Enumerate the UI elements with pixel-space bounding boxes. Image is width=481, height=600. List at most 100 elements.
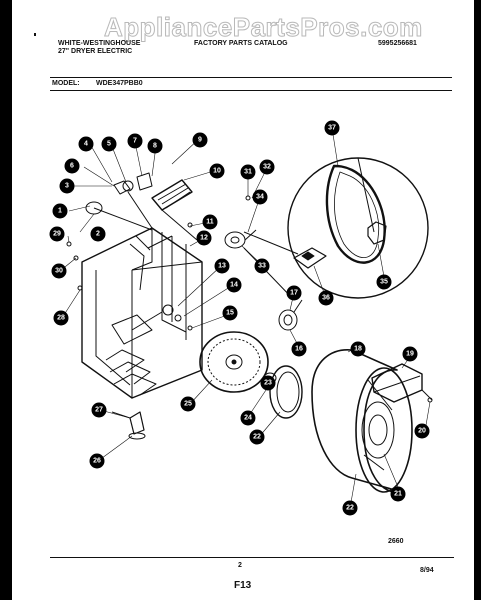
- svg-text:19: 19: [406, 351, 414, 358]
- svg-text:28: 28: [57, 315, 65, 322]
- model-number: WDE347PBB0: [96, 80, 143, 87]
- callout-14: 14: [226, 277, 242, 293]
- callout-22b: 22: [342, 500, 358, 516]
- callout-1: 1: [52, 203, 68, 219]
- svg-text:10: 10: [213, 168, 221, 175]
- svg-text:25: 25: [184, 401, 192, 408]
- svg-text:37: 37: [328, 125, 336, 132]
- footer-rule: [50, 557, 454, 558]
- catalog-number: 5995256681: [378, 40, 417, 47]
- callout-18: 18: [350, 341, 366, 357]
- callout-31: 31: [240, 164, 256, 180]
- detail-inset: [243, 157, 429, 301]
- callouts: 1 2 3 4 5 6 7 8 9 10 11 12 13 14 15 16 1…: [49, 120, 430, 516]
- svg-text:14: 14: [230, 282, 238, 289]
- page-number: 2: [238, 562, 242, 569]
- callout-30: 30: [51, 263, 67, 279]
- svg-text:3: 3: [65, 183, 69, 190]
- callout-6: 6: [64, 158, 80, 174]
- exploded-parts-diagram: 1 2 3 4 5 6 7 8 9 10 11 12 13 14 15 16 1…: [49, 120, 433, 516]
- header-rule-bottom: [50, 90, 452, 91]
- svg-text:23: 23: [264, 380, 272, 387]
- thermostat-parts: [85, 172, 198, 241]
- callout-24: 24: [240, 410, 256, 426]
- callout-22a: 22: [249, 429, 265, 445]
- svg-text:30: 30: [55, 268, 63, 275]
- leveling-foot: [111, 411, 146, 440]
- svg-text:31: 31: [244, 169, 252, 176]
- callout-11: 11: [202, 214, 218, 230]
- svg-text:9: 9: [198, 137, 202, 144]
- svg-text:13: 13: [218, 263, 226, 270]
- svg-text:20: 20: [418, 428, 426, 435]
- svg-text:8: 8: [153, 143, 157, 150]
- callout-35: 35: [376, 274, 392, 290]
- rear-bulkhead: [199, 331, 269, 393]
- callout-33: 33: [254, 258, 270, 274]
- svg-text:17: 17: [290, 290, 298, 297]
- callout-19: 19: [402, 346, 418, 362]
- print-date: 8/94: [420, 567, 434, 574]
- brand-line-2: 27" DRYER ELECTRIC: [58, 48, 133, 55]
- callout-34: 34: [252, 189, 268, 205]
- svg-text:35: 35: [380, 279, 388, 286]
- svg-text:34: 34: [256, 194, 264, 201]
- svg-text:22: 22: [346, 505, 354, 512]
- svg-text:4: 4: [84, 141, 88, 148]
- callout-5: 5: [101, 136, 117, 152]
- header-rule-top: [50, 77, 452, 78]
- watermark: AppliancePartsPros.com: [104, 12, 423, 43]
- callout-12: 12: [196, 230, 212, 246]
- callout-32: 32: [259, 159, 275, 175]
- svg-text:29: 29: [53, 231, 61, 238]
- callout-27: 27: [91, 402, 107, 418]
- callout-23: 23: [260, 375, 276, 391]
- svg-text:6: 6: [70, 163, 74, 170]
- section-code: F13: [234, 580, 252, 591]
- callout-9: 9: [192, 132, 208, 148]
- callout-16: 16: [291, 341, 307, 357]
- callout-13: 13: [214, 258, 230, 274]
- svg-text:33: 33: [258, 263, 266, 270]
- svg-text:21: 21: [394, 491, 402, 498]
- callout-4: 4: [78, 136, 94, 152]
- callout-25: 25: [180, 396, 196, 412]
- callout-26: 26: [89, 453, 105, 469]
- corner-mark: [34, 33, 36, 36]
- callout-29: 29: [49, 226, 65, 242]
- drum-seal: [263, 365, 303, 419]
- callout-37: 37: [324, 120, 340, 136]
- motor-parts: [162, 229, 257, 322]
- callout-3: 3: [59, 178, 75, 194]
- callout-21: 21: [390, 486, 406, 502]
- callout-10: 10: [209, 163, 225, 179]
- callout-36: 36: [318, 290, 334, 306]
- callout-8: 8: [147, 138, 163, 154]
- svg-text:32: 32: [263, 164, 271, 171]
- parts-catalog-page: AppliancePartsPros.com WHITE-WESTINGHOUS…: [12, 0, 474, 600]
- idler-pulley: [278, 299, 303, 331]
- callout-2: 2: [90, 226, 106, 242]
- svg-text:15: 15: [226, 310, 234, 317]
- svg-text:2: 2: [96, 231, 100, 238]
- drawing-number: 2660: [388, 538, 404, 545]
- svg-text:5: 5: [107, 141, 111, 148]
- model-label: MODEL:: [52, 80, 80, 87]
- svg-text:7: 7: [133, 138, 137, 145]
- callout-15: 15: [222, 305, 238, 321]
- brand-line-1: WHITE-WESTINGHOUSE: [58, 40, 141, 47]
- svg-text:26: 26: [93, 458, 101, 465]
- callout-17: 17: [286, 285, 302, 301]
- svg-text:22: 22: [253, 434, 261, 441]
- drum: [311, 349, 413, 494]
- cabinet-frame: [81, 227, 203, 399]
- callout-20: 20: [414, 423, 430, 439]
- svg-text:12: 12: [200, 235, 208, 242]
- svg-text:1: 1: [58, 208, 62, 215]
- svg-text:24: 24: [244, 415, 252, 422]
- catalog-title: FACTORY PARTS CATALOG: [194, 40, 288, 47]
- leader-lines: [59, 127, 431, 509]
- svg-text:18: 18: [354, 346, 362, 353]
- callout-28: 28: [53, 310, 69, 326]
- callout-7: 7: [127, 133, 143, 149]
